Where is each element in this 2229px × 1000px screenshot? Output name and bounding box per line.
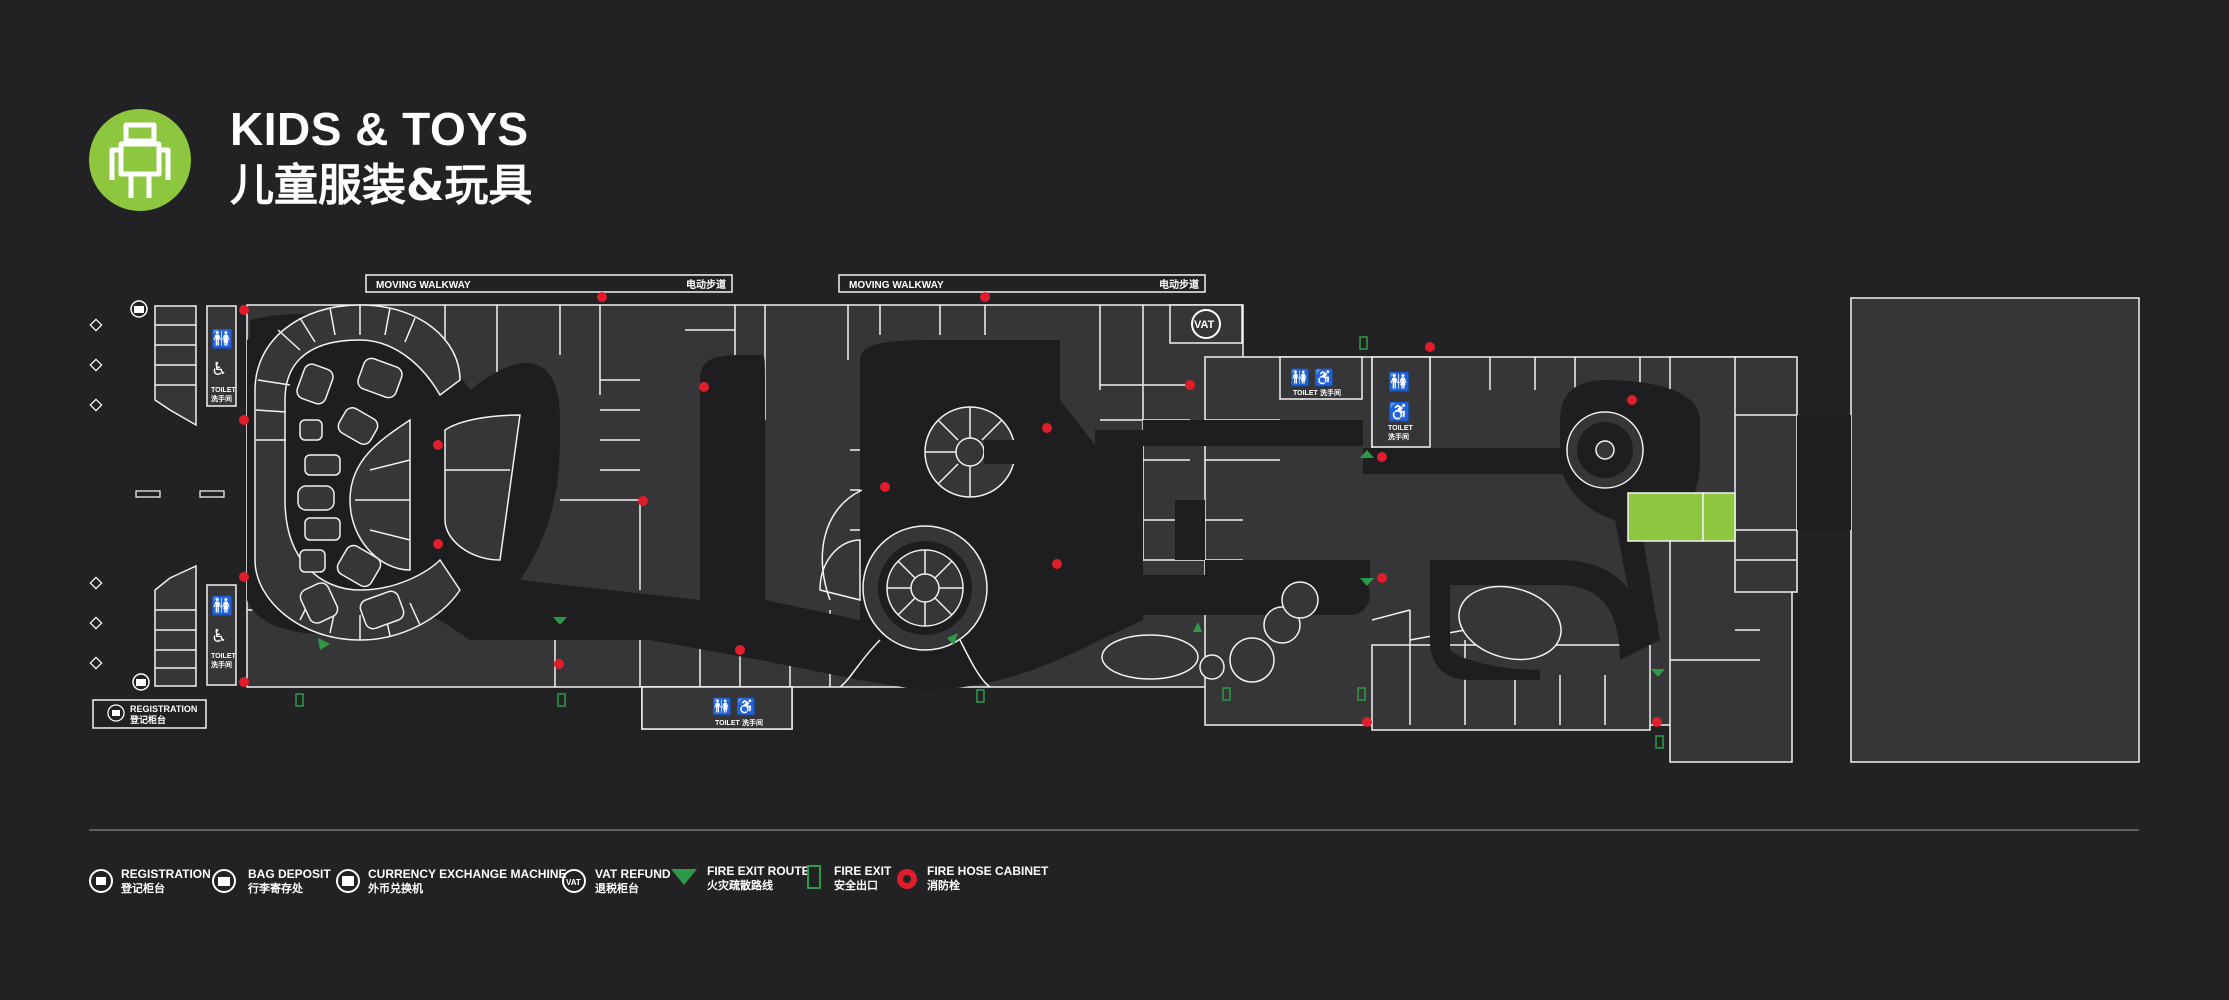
left-upper-block: 🚻 ♿ TOILET 洗手间	[154, 305, 237, 427]
atrium-center	[819, 489, 991, 688]
svg-text:外币兑换机: 外币兑换机	[367, 881, 423, 895]
svg-text:消防栓: 消防栓	[927, 878, 960, 892]
toilet-label-cn: 洗手间	[1388, 432, 1409, 441]
svg-text:🚻: 🚻	[1388, 371, 1410, 392]
svg-text:FIRE HOSE CABINET: FIRE HOSE CABINET	[927, 864, 1049, 878]
toilet-label-en: TOILET	[211, 387, 236, 394]
toilet-block-bottom: 🚻 ♿ TOILET 洗手间	[641, 686, 793, 730]
legend-item-fire-hose-cabinet: FIRE HOSE CABINET 消防栓	[897, 864, 1049, 892]
toilet-label-cn: 洗手间	[742, 718, 763, 727]
robot-glyph	[109, 122, 171, 198]
svg-text:🚻 ♿: 🚻 ♿	[712, 697, 756, 716]
svg-text:行李寄存处: 行李寄存处	[247, 881, 304, 895]
legend-item-bag-deposit: BAG DEPOSIT 行李寄存处	[212, 867, 331, 895]
entrance-markers	[89, 318, 225, 670]
legend: REGISTRATION 登记柜台 BAG DEPOSIT 行李寄存处 CURR…	[89, 864, 1049, 895]
svg-text:🚻: 🚻	[211, 328, 233, 350]
moving-walkway-1: MOVING WALKWAY 电动步道	[365, 274, 733, 293]
bag-deposit-icon	[130, 300, 148, 318]
toilet-label-en: TOILET	[211, 653, 236, 660]
left-lower-block: 🚻 ♿ TOILET 洗手间	[154, 564, 237, 687]
page-title-cn: 儿童服装&玩具	[230, 160, 532, 211]
svg-text:安全出口: 安全出口	[834, 878, 878, 892]
page-title-en: KIDS & TOYS	[230, 103, 529, 155]
svg-text:🚻 ♿: 🚻 ♿	[1290, 368, 1334, 387]
legend-item-registration: REGISTRATION 登记柜台	[89, 867, 211, 895]
walkway-label-cn: 电动步道	[686, 278, 726, 291]
svg-text:♿: ♿	[211, 626, 227, 647]
toilet-label-cn: 洗手间	[211, 660, 232, 669]
kids-robot-icon	[89, 109, 191, 211]
toilet-label-en: TOILET	[1293, 390, 1318, 397]
legend-item-vat-refund: VAT VAT REFUND 退税柜台	[562, 867, 671, 895]
legend-item-fire-exit: FIRE EXIT 安全出口	[807, 864, 892, 892]
svg-text:VAT: VAT	[566, 878, 581, 887]
svg-text:登记柜台: 登记柜台	[120, 881, 165, 895]
anchor-store[interactable]	[1850, 297, 2140, 763]
toilet-label-en: TOILET	[1388, 425, 1413, 432]
legend-item-currency-exchange: CURRENCY EXCHANGE MACHINE 外币兑换机	[336, 867, 566, 895]
header: KIDS & TOYS 儿童服装&玩具	[89, 103, 532, 211]
moving-walkway-2: MOVING WALKWAY 电动步道	[838, 274, 1206, 293]
toilet-block-mid: 🚻 ♿ TOILET 洗手间	[1279, 356, 1363, 400]
atrium-right	[1101, 411, 1644, 683]
svg-text:BAG DEPOSIT: BAG DEPOSIT	[248, 867, 331, 881]
svg-text:♿: ♿	[1388, 401, 1410, 422]
walkway-label-en: MOVING WALKWAY	[376, 280, 471, 291]
svg-text:CURRENCY EXCHANGE MACHINE: CURRENCY EXCHANGE MACHINE	[368, 867, 566, 881]
svg-text:FIRE EXIT: FIRE EXIT	[834, 864, 892, 878]
toilet-block-right: 🚻 ♿ TOILET 洗手间	[1371, 356, 1431, 448]
svg-text:VAT REFUND: VAT REFUND	[595, 867, 671, 881]
vat-refund-counter[interactable]: VAT	[1169, 304, 1243, 344]
svg-text:🚻: 🚻	[211, 595, 233, 617]
atrium-left	[254, 304, 521, 641]
fire-exit-route-icon	[671, 869, 697, 885]
toilet-label-cn: 洗手间	[211, 394, 232, 403]
fire-hose-markers	[239, 292, 1662, 727]
highlighted-store[interactable]	[1627, 492, 1704, 542]
svg-text:火灾疏散路线: 火灾疏散路线	[707, 878, 773, 892]
registration-label-en: REGISTRATION	[130, 704, 197, 714]
svg-text:FIRE EXIT ROUTE: FIRE EXIT ROUTE	[707, 864, 810, 878]
svg-text:退税柜台: 退税柜台	[595, 881, 639, 895]
highlighted-store[interactable]	[1702, 492, 1736, 542]
registration-icon	[89, 869, 113, 893]
svg-text:♿: ♿	[211, 359, 227, 380]
atrium-spiral	[924, 406, 1060, 498]
vat-badge: VAT	[1194, 319, 1215, 331]
toilet-label-en: TOILET	[715, 720, 740, 727]
legend-item-fire-exit-route: FIRE EXIT ROUTE 火灾疏散路线	[671, 864, 810, 892]
currency-exchange-icon	[336, 869, 360, 893]
vat-refund-icon	[562, 869, 586, 893]
walkway-label-cn: 电动步道	[1159, 278, 1199, 291]
walkway-label-en: MOVING WALKWAY	[849, 280, 944, 291]
registration-label-cn: 登记柜台	[129, 714, 166, 726]
registration-counter[interactable]: REGISTRATION 登记柜台	[92, 699, 207, 729]
bag-deposit-icon	[212, 869, 236, 893]
fire-exit-signs	[295, 336, 1664, 749]
svg-text:REGISTRATION: REGISTRATION	[121, 867, 211, 881]
fire-exit-icon	[807, 865, 821, 889]
toilet-label-cn: 洗手间	[1320, 388, 1341, 397]
bag-deposit-icon	[132, 673, 150, 691]
fire-exit-route-arrows	[318, 450, 1665, 677]
